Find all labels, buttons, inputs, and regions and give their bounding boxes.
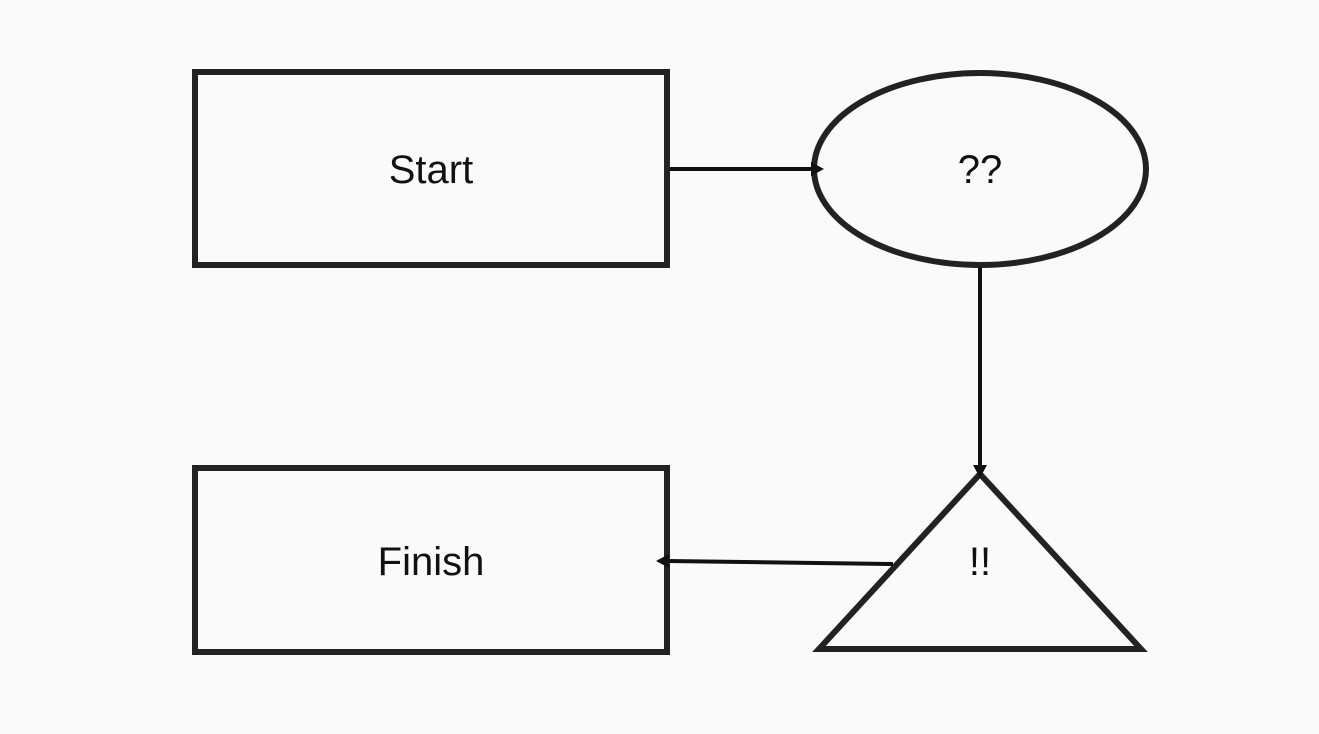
arrowhead: [973, 465, 987, 478]
edge-start-to-question: [669, 162, 824, 176]
edge-exclaim-to-finish: [656, 554, 894, 568]
finish-label: Finish: [378, 540, 485, 584]
edge-question-to-exclaim: [973, 267, 987, 478]
node-exclaim[interactable]: !!: [812, 469, 1148, 652]
node-question[interactable]: ??: [811, 70, 1149, 268]
connector-line: [667, 559, 894, 566]
node-finish[interactable]: Finish: [192, 465, 670, 655]
node-start[interactable]: Start: [192, 69, 670, 268]
start-label: Start: [389, 148, 473, 192]
exclaim-triangle: [812, 469, 1148, 652]
exclaim-label: !!: [969, 540, 991, 584]
start-box: [192, 69, 670, 268]
question-label: ??: [958, 148, 1003, 192]
arrowhead: [811, 162, 824, 176]
arrowhead: [656, 554, 669, 568]
